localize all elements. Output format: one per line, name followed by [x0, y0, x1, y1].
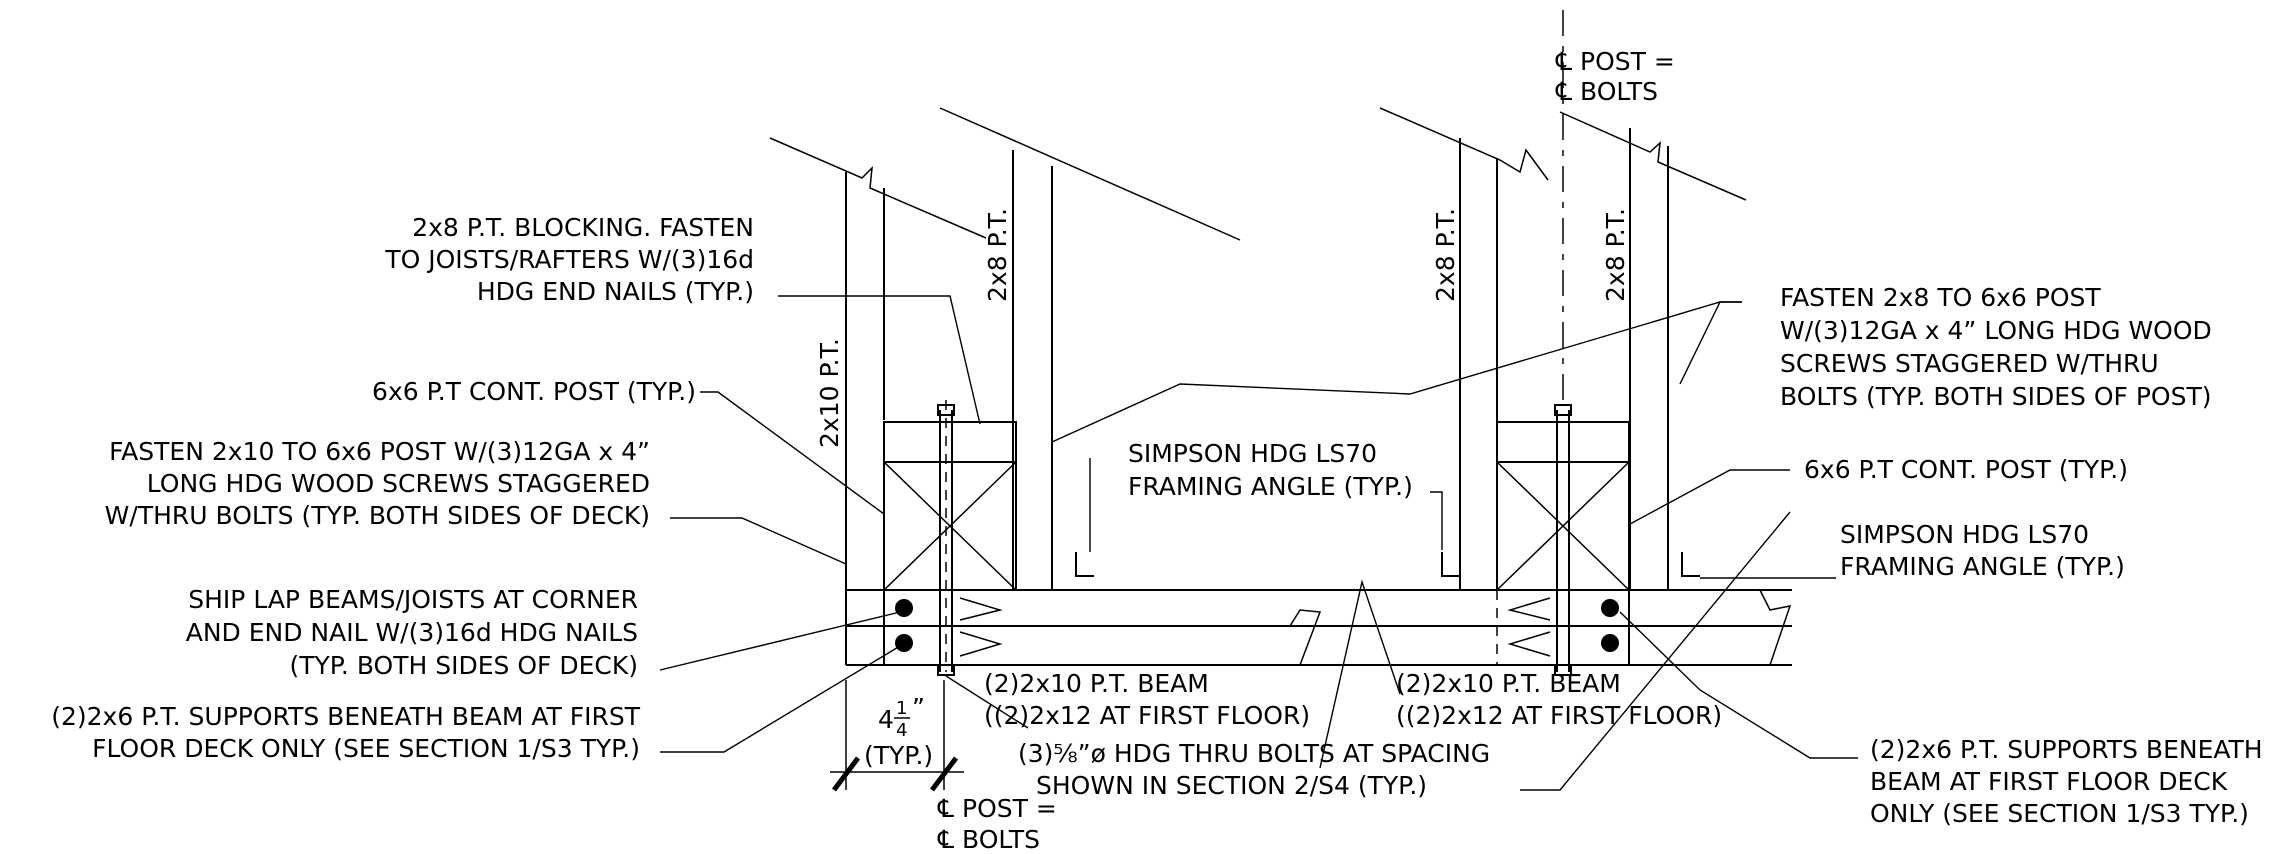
fasten-2x8-line1: FASTEN 2x8 TO 6x6 POST [1780, 283, 2101, 312]
right-thru-bolt [1554, 404, 1572, 676]
ship-lap-line3: (TYP. BOTH SIDES OF DECK) [289, 651, 638, 680]
supports-right-line3: ONLY (SEE SECTION 1/S3 TYP.) [1870, 799, 2249, 828]
ship-lap-line1: SHIP LAP BEAMS/JOISTS AT CORNER [188, 585, 638, 614]
dimension-numerator: 1 [896, 698, 907, 719]
support-left-lower [895, 634, 913, 652]
member-2x8-a: 2x8 P.T. [983, 208, 1012, 302]
post-left-note: 6x6 P.T CONT. POST (TYP.) [372, 377, 696, 406]
member-2x8-b: 2x8 P.T. [1431, 208, 1460, 302]
fasten-2x8-line4: BOLTS (TYP. BOTH SIDES OF POST) [1780, 382, 2212, 411]
blocking-note-line2: TO JOISTS/RAFTERS W/(3)16d [384, 245, 754, 274]
beam-left-line1: (2)2x10 P.T. BEAM [984, 669, 1209, 698]
framing-angle-center [1075, 552, 1094, 577]
angle-right-line1: SIMPSON HDG LS70 [1840, 520, 2089, 549]
bolts-note-line1: (3)⅝”ø HDG THRU BOLTS AT SPACING [1018, 739, 1490, 768]
supports-right-line1: (2)2x6 P.T. SUPPORTS BENEATH [1870, 735, 2263, 764]
framing-angle-mid [1441, 552, 1460, 577]
support-right-lower [1601, 634, 1619, 652]
cl-top-line2: ℄ BOLTS [1555, 77, 1658, 106]
spacing-dimension [830, 680, 964, 792]
ship-lap-line2: AND END NAIL W/(3)16d HDG NAILS [186, 618, 638, 647]
supports-left-line2: FLOOR DECK ONLY (SEE SECTION 1/S3 TYP.) [92, 734, 640, 763]
dimension-denominator: 4 [896, 720, 907, 741]
left-thru-bolt [937, 400, 955, 676]
beam-right-line1: (2)2x10 P.T. BEAM [1396, 669, 1621, 698]
angle-center-line2: FRAMING ANGLE (TYP.) [1128, 472, 1413, 501]
framing-angle-right [1681, 552, 1700, 577]
supports-right-line2: BEAM AT FIRST FLOOR DECK [1870, 767, 2228, 796]
left-framing-members [769, 107, 1241, 665]
fasten-2x10-line1: FASTEN 2x10 TO 6x6 POST W/(3)12GA x 4” [109, 437, 650, 466]
support-right-upper [1601, 599, 1619, 617]
post-right-note: 6x6 P.T CONT. POST (TYP.) [1804, 455, 2128, 484]
left-beam [846, 589, 1792, 666]
cl-top-line1: ℄ POST = [1555, 47, 1675, 76]
dimension-unit: ” [912, 693, 925, 722]
support-left-upper [895, 599, 913, 617]
right-post-6x6 [1496, 421, 1630, 591]
dimension-typ: (TYP.) [864, 741, 933, 770]
bolts-note-line2: SHOWN IN SECTION 2/S4 (TYP.) [1036, 771, 1427, 800]
fasten-2x10-line2: LONG HDG WOOD SCREWS STAGGERED [147, 469, 650, 498]
member-2x10-left: 2x10 P.T. [815, 338, 844, 448]
beam-left-line2: ((2)2x12 AT FIRST FLOOR) [984, 701, 1310, 730]
blocking-note-line1: 2x8 P.T. BLOCKING. FASTEN [412, 213, 754, 242]
angle-right-line2: FRAMING ANGLE (TYP.) [1840, 552, 2125, 581]
fasten-2x10-line3: W/THRU BOLTS (TYP. BOTH SIDES OF DECK) [105, 501, 650, 530]
supports-left-line1: (2)2x6 P.T. SUPPORTS BENEATH BEAM AT FIR… [51, 702, 640, 731]
left-post-6x6 [883, 421, 1017, 591]
fasten-2x8-line2: W/(3)12GA x 4” LONG HDG WOOD [1780, 316, 2212, 345]
right-beam [1496, 589, 1792, 666]
leader-lines [659, 295, 1858, 791]
cl-bottom-line2: ℄ BOLTS [937, 825, 1040, 854]
fasten-2x8-line3: SCREWS STAGGERED W/THRU [1780, 349, 2159, 378]
cl-bottom-line1: ℄ POST = [937, 794, 1057, 823]
dimension-whole: 4 [878, 705, 894, 734]
member-2x8-c: 2x8 P.T. [1601, 208, 1630, 302]
blocking-note-line3: HDG END NAILS (TYP.) [477, 277, 754, 306]
angle-center-line1: SIMPSON HDG LS70 [1128, 439, 1377, 468]
beam-right-line2: ((2)2x12 AT FIRST FLOOR) [1396, 701, 1722, 730]
